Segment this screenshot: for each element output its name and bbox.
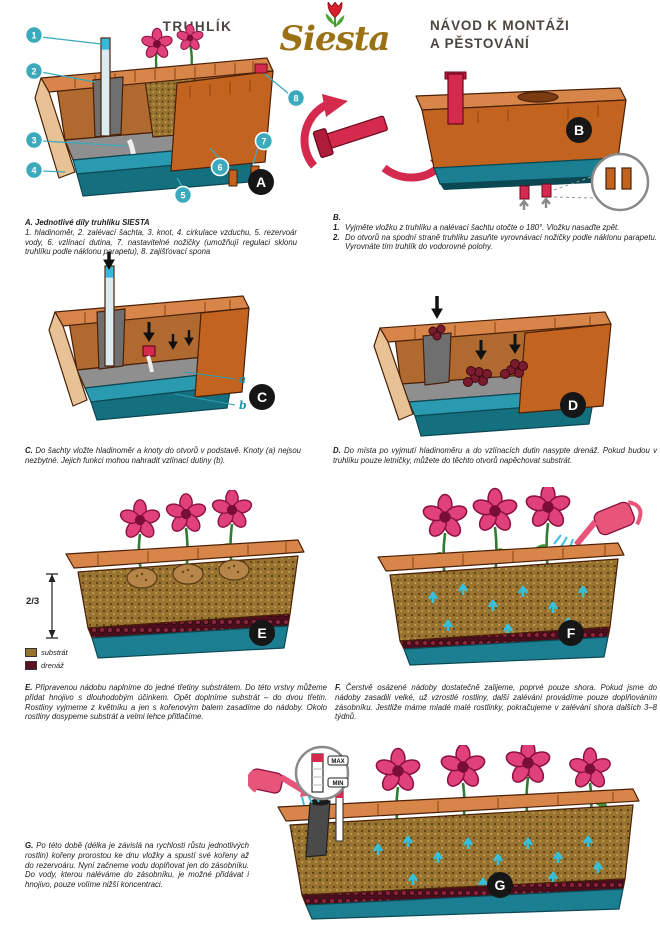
svg-text:G: G	[495, 877, 506, 893]
magnifier-detail	[553, 152, 650, 212]
caption-g-lead: G.	[25, 841, 34, 850]
panel-a-illustration: 1 2 3 4 5 6 7 8 A	[24, 24, 305, 205]
svg-text:E: E	[257, 625, 266, 641]
planter-filled	[377, 542, 625, 666]
badge-b: B	[566, 117, 592, 143]
caption-f-body: Čerstvě osázené nádoby dostatečně zalije…	[335, 683, 657, 722]
insert-arrows	[103, 252, 194, 351]
caption-c: C. Do šachty vložte hladinoměr a knoty d…	[25, 446, 301, 466]
callout-number-3: 3	[31, 136, 36, 146]
caption-f-lead: F.	[335, 683, 342, 692]
callout-number-6: 6	[217, 163, 222, 173]
drainage-swatch	[25, 661, 37, 670]
caption-c-body: Do šachty vložte hladinoměr a knoty do o…	[25, 446, 301, 465]
caption-d-body: Do místa po vyjmutí hladinoměru a do vzl…	[333, 446, 657, 465]
callout-number-5: 5	[180, 191, 185, 201]
caption-d: D. Do místa po vyjmutí hladinoměru a do …	[333, 446, 657, 466]
svg-text:C: C	[257, 389, 267, 405]
planter	[415, 71, 627, 190]
caption-a-lead: A.	[25, 218, 33, 227]
panel-c-illustration: a b C	[48, 252, 275, 421]
caption-a-title: Jednotlivé díly truhlíku SIESTA	[34, 218, 150, 227]
caption-g-body: Po této době (délka je závislá na rychlo…	[25, 841, 249, 890]
svg-text:D: D	[568, 397, 578, 413]
drainage-label: drenáž	[41, 661, 64, 670]
pour-arrows	[431, 296, 521, 360]
caption-a: A. Jednotlivé díly truhlíku SIESTA 1. hl…	[25, 218, 297, 257]
level-gauge-magnifier: MAX MIN	[294, 745, 350, 801]
tulip-icon	[325, 2, 345, 27]
page-title-truhlik: TRUHLÍK	[162, 19, 233, 34]
callout-circles: 1 2 3 4 5 6 7 8	[24, 25, 305, 205]
callout-number-1: 1	[31, 31, 36, 41]
panel-e-illustration: 2/3	[26, 490, 305, 659]
panel-f-illustration: F	[377, 487, 643, 666]
fraction-label: 2/3	[26, 596, 39, 607]
watering-can-icon	[553, 500, 643, 551]
svg-text:B: B	[574, 122, 584, 138]
legend: substrát drenáž	[25, 648, 68, 674]
callout-letter-a: a	[239, 373, 246, 386]
caption-b-item-1: 1. Vyjměte vložku z truhlíku a nalévací …	[333, 222, 620, 232]
insert-piece	[312, 115, 388, 158]
badge-a: A	[248, 169, 274, 195]
badge-e: E	[249, 620, 275, 646]
svg-text:A: A	[256, 174, 266, 190]
planter-cutaway	[34, 37, 274, 197]
caption-b-lead: B.	[333, 213, 341, 222]
page-title-navod: NÁVOD K MONTÁŽI A PĚSTOVÁNÍ	[430, 18, 570, 51]
planter-cutaway	[48, 265, 250, 421]
root-balls	[126, 559, 250, 589]
drainage-clusters	[428, 324, 528, 387]
caption-f: F. Čerstvě osázené nádoby dostatečně zal…	[335, 683, 657, 722]
badge-d: D	[560, 392, 586, 418]
panel-b-illustration: B	[300, 71, 650, 212]
caption-g: G. Po této době (délka je závislá na ryc…	[25, 841, 249, 890]
svg-text:F: F	[567, 625, 576, 641]
substrate-swatch	[25, 648, 37, 657]
callout-number-4: 4	[31, 166, 36, 176]
max-label: MAX	[331, 759, 344, 765]
panel-g-illustration: MAX MIN G	[248, 745, 640, 920]
caption-e-body: Připravenou nádobu naplníme do jedné tře…	[25, 683, 327, 722]
caption-e-lead: E.	[25, 683, 33, 692]
badge-c: C	[249, 384, 275, 410]
callout-letter-b: b	[239, 399, 247, 412]
callout-number-8: 8	[293, 94, 298, 104]
siesta-logo: Siesta	[262, 2, 407, 64]
caption-c-lead: C.	[25, 446, 33, 455]
dimension-marker: 2/3	[26, 573, 58, 639]
badge-g: G	[487, 872, 513, 898]
panel-d-illustration: D	[373, 296, 612, 437]
ab-callouts: a b	[174, 371, 247, 412]
planter-filled	[277, 788, 640, 920]
callout-number-2: 2	[31, 67, 36, 77]
substrate-label: substrát	[41, 648, 68, 657]
caption-e: E. Připravenou nádobu naplníme do jedné …	[25, 683, 327, 722]
legend-drainage: drenáž	[25, 661, 68, 670]
logo-wordmark: Siesta	[279, 19, 391, 59]
caption-d-lead: D.	[333, 446, 341, 455]
caption-b-item-2: 2. Do otvorů na spodní straně truhlíku z…	[333, 232, 657, 252]
leveling-feet	[519, 183, 552, 210]
callout-number-7: 7	[261, 137, 266, 147]
caption-b: B. 1. Vyjměte vložku z truhlíku a naléva…	[333, 213, 657, 252]
min-label: MIN	[333, 781, 344, 787]
badge-f: F	[558, 620, 584, 646]
legend-substrate: substrát	[25, 648, 68, 657]
caption-a-body: 1. hladinoměr, 2. zalévací šachta, 3. kn…	[25, 227, 297, 257]
planter-filled	[65, 539, 305, 659]
